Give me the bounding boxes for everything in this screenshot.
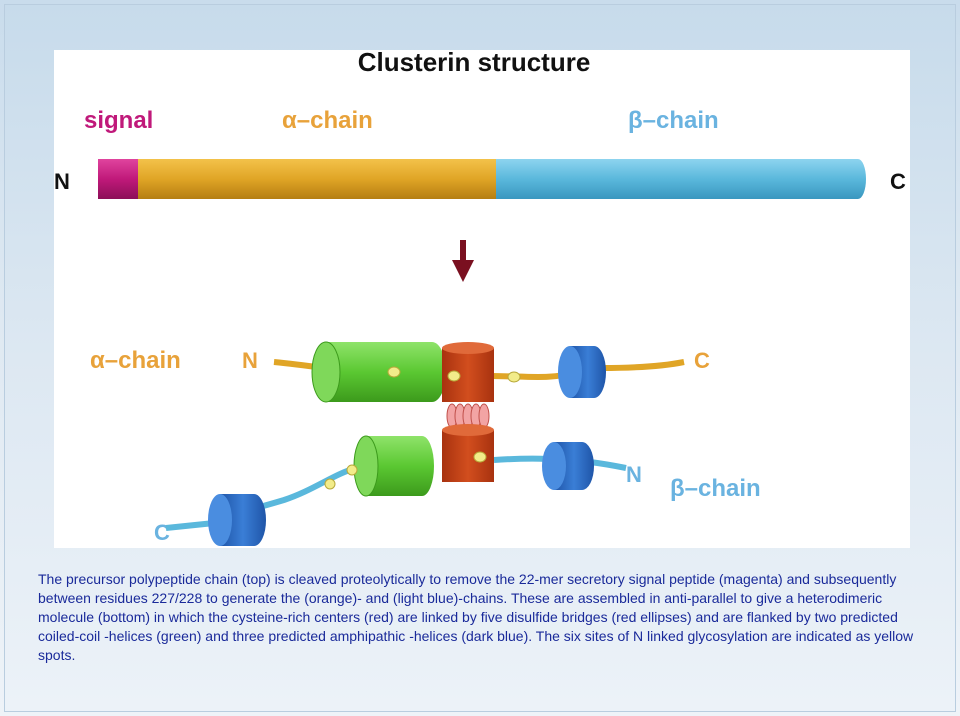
precursor-alpha-label: α–chain xyxy=(282,107,373,134)
glycosylation-spot xyxy=(447,370,461,382)
precursor-c-terminus: C xyxy=(890,169,906,194)
dimer-alpha-n: N xyxy=(242,348,258,373)
beta-amphipathic-helix xyxy=(542,442,594,490)
figure-caption: The precursor polypeptide chain (top) is… xyxy=(38,571,914,663)
glycosylation-spot xyxy=(346,464,358,476)
signal-segment xyxy=(98,159,138,199)
dimer-beta-c: C xyxy=(154,520,170,545)
disulfide-bridges xyxy=(446,403,490,429)
alpha-coiled-coil-helix xyxy=(311,341,446,403)
alpha-chain-strand xyxy=(273,341,685,403)
signal-label: signal xyxy=(84,107,153,134)
dimer-alpha-label: α–chain xyxy=(90,347,181,374)
glycosylation-spot xyxy=(387,366,401,378)
disulfide-bridge xyxy=(478,403,490,429)
dimer-beta-label: β–chain xyxy=(670,475,761,502)
glycosylation-spot xyxy=(507,371,521,383)
diagram-title: Clusterin structure xyxy=(358,50,591,77)
precursor-n-terminus: N xyxy=(54,169,70,194)
alpha-segment xyxy=(138,159,496,199)
precursor-beta-label: β–chain xyxy=(628,107,719,134)
beta-segment xyxy=(496,159,866,199)
glycosylation-spot xyxy=(324,478,336,490)
beta-chain-strand xyxy=(165,424,627,546)
clusterin-diagram: Clusterin structure signal α–chain β–cha… xyxy=(54,50,906,546)
dimer-alpha-c: C xyxy=(694,348,710,373)
figure-panel: Clusterin structure signal α–chain β–cha… xyxy=(54,50,910,548)
beta-amphipathic-helix xyxy=(208,494,266,546)
beta-coiled-coil-helix xyxy=(353,435,434,497)
dimer-beta-n: N xyxy=(626,462,642,487)
precursor-chain: N C xyxy=(54,159,906,199)
glycosylation-spot xyxy=(473,451,487,463)
alpha-amphipathic-helix xyxy=(558,346,606,398)
cleavage-arrow xyxy=(452,240,474,282)
beta-cysteine-center xyxy=(442,424,494,482)
